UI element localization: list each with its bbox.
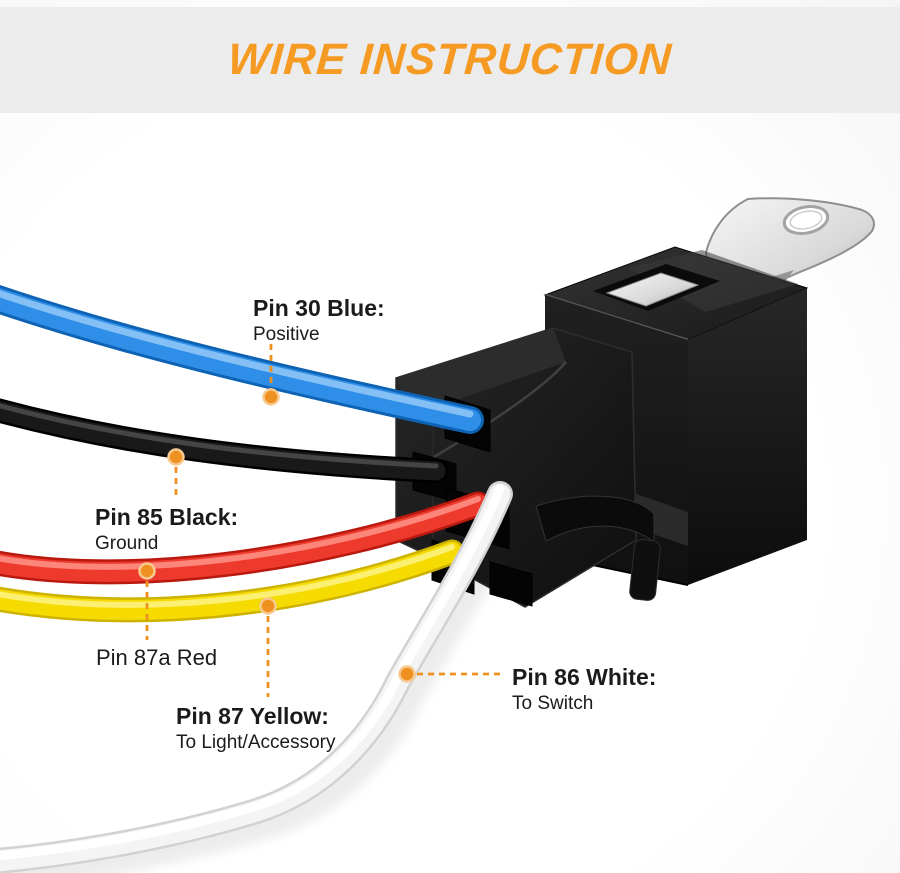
callout-dot-white: [398, 665, 416, 683]
pin-name: Pin 30 Blue:: [253, 295, 385, 321]
socket-port-empty: [489, 561, 533, 607]
callout-dot-black: [167, 448, 185, 466]
label-pin-87a-red: Pin 87a Red: [96, 644, 217, 673]
pin-name: Pin 87 Yellow:: [176, 703, 329, 729]
socket-latch-hook: [629, 539, 661, 601]
label-pin-87-yellow: Pin 87 Yellow: To Light/Accessory: [176, 702, 335, 755]
callout-pin-87-yellow: [259, 597, 277, 697]
label-pin-85-black: Pin 85 Black: Ground: [95, 503, 238, 556]
callout-dot-blue: [262, 388, 280, 406]
callout-dot-red: [138, 562, 156, 580]
callout-dot-yellow: [259, 597, 277, 615]
pin-function: Positive: [253, 324, 320, 345]
pin-name: Pin 86 White:: [512, 664, 657, 690]
socket-top-facet: [396, 328, 566, 416]
socket-latch: [535, 495, 655, 544]
pin-name: Pin 87a Red: [96, 645, 218, 670]
bracket-mounting-hole: [782, 204, 830, 236]
callout-pin-85-black: [167, 448, 185, 497]
fuse-element: [605, 272, 700, 307]
label-pin-30-blue: Pin 30 Blue: Positive: [253, 294, 385, 347]
callout-pin-86-white: [398, 665, 501, 683]
relay-right-face: [688, 288, 807, 585]
label-pin-86-white: Pin 86 White: To Switch: [512, 663, 656, 716]
callout-pin-30-blue: [262, 344, 280, 406]
pin-function: To Light/Accessory: [176, 732, 336, 753]
title-banner: WIRE INSTRUCTION: [0, 7, 900, 113]
wire-blue: [0, 289, 470, 420]
pin-function: Ground: [95, 533, 159, 554]
pin-name: Pin 85 Black:: [95, 504, 239, 530]
pin-function: To Switch: [512, 693, 594, 714]
callout-pin-87a-red: [138, 562, 156, 640]
page-title: WIRE INSTRUCTION: [226, 35, 674, 84]
